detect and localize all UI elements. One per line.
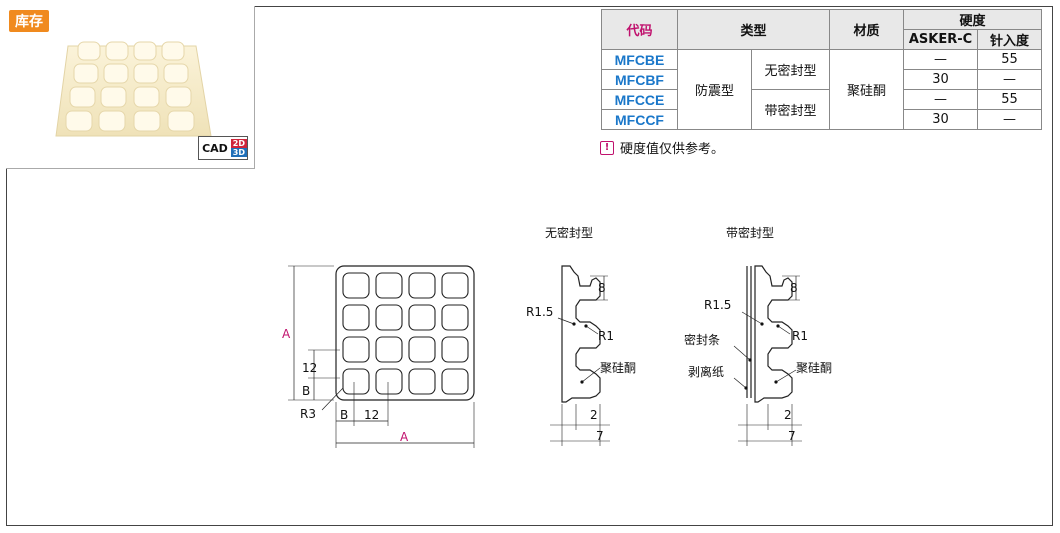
dim-a-vertical: A [282,327,291,341]
dim-12-horizontal: 12 [364,408,379,422]
content-frame [6,6,1053,526]
dim-2-view2: 2 [784,408,792,422]
spec-table: 代码 类型 材质 硬度 ASKER-C 针入度 MFCBE 防震型 无密封型 聚… [601,9,1042,130]
code-cell: MFCBE [601,49,678,70]
cad-2d: 2D [230,139,247,148]
dim-b-horizontal: B [340,408,348,422]
warning-icon: ! [600,140,614,155]
dim-r1-view2: R1 [792,329,808,343]
view-title-with-seal: 带密封型 [726,225,774,240]
dim-7-view1: 7 [596,429,604,443]
dim-a-horizontal: A [400,430,409,444]
dim-12-vertical: 12 [302,361,317,375]
note-text: 硬度值仅供参考。 [620,142,725,157]
header-material: 材质 [829,9,904,50]
product-image [55,41,212,137]
label-silicone-view2: 聚硅酮 [796,361,832,375]
dim-r15-view1: R1.5 [526,305,553,319]
header-hardness: 硬度 [903,9,1042,30]
code-cell: MFCCF [601,109,678,130]
asker-cell: 30 [903,109,978,130]
dim-2-view1: 2 [590,408,598,422]
dim-r15-view2: R1.5 [704,298,731,312]
header-needle: 针入度 [977,29,1042,50]
stock-badge: 库存 [9,10,49,32]
label-seal: 密封条 [684,332,720,347]
dim-8-view2: 8 [790,281,798,295]
header-asker: ASKER-C [903,29,978,50]
product-photo-panel: 库存 CAD 2D 3D [6,6,255,169]
needle-cell: — [977,109,1042,130]
header-type: 类型 [677,9,830,50]
label-release-paper: 剥离纸 [688,364,724,379]
cad-3d: 3D [230,148,247,157]
label-silicone-view1: 聚硅酮 [600,361,636,375]
subtype-cell: 无密封型 [751,49,830,90]
hardness-note: ! 硬度值仅供参考。 [600,138,724,157]
view-title-no-seal: 无密封型 [545,225,593,240]
dim-8-view1: 8 [598,281,606,295]
type-group-cell: 防震型 [677,49,752,130]
cad-badge[interactable]: CAD 2D 3D [198,136,248,160]
needle-cell: 55 [977,89,1042,110]
dim-7-view2: 7 [788,429,796,443]
header-code: 代码 [601,9,678,50]
code-cell: MFCCE [601,89,678,110]
dim-b-vertical: B [302,384,310,398]
material-cell: 聚硅酮 [829,49,904,130]
dim-r3: R3 [300,407,316,421]
dim-r1-view1: R1 [598,329,614,343]
subtype-cell: 带密封型 [751,89,830,130]
cad-label: CAD [202,141,228,155]
